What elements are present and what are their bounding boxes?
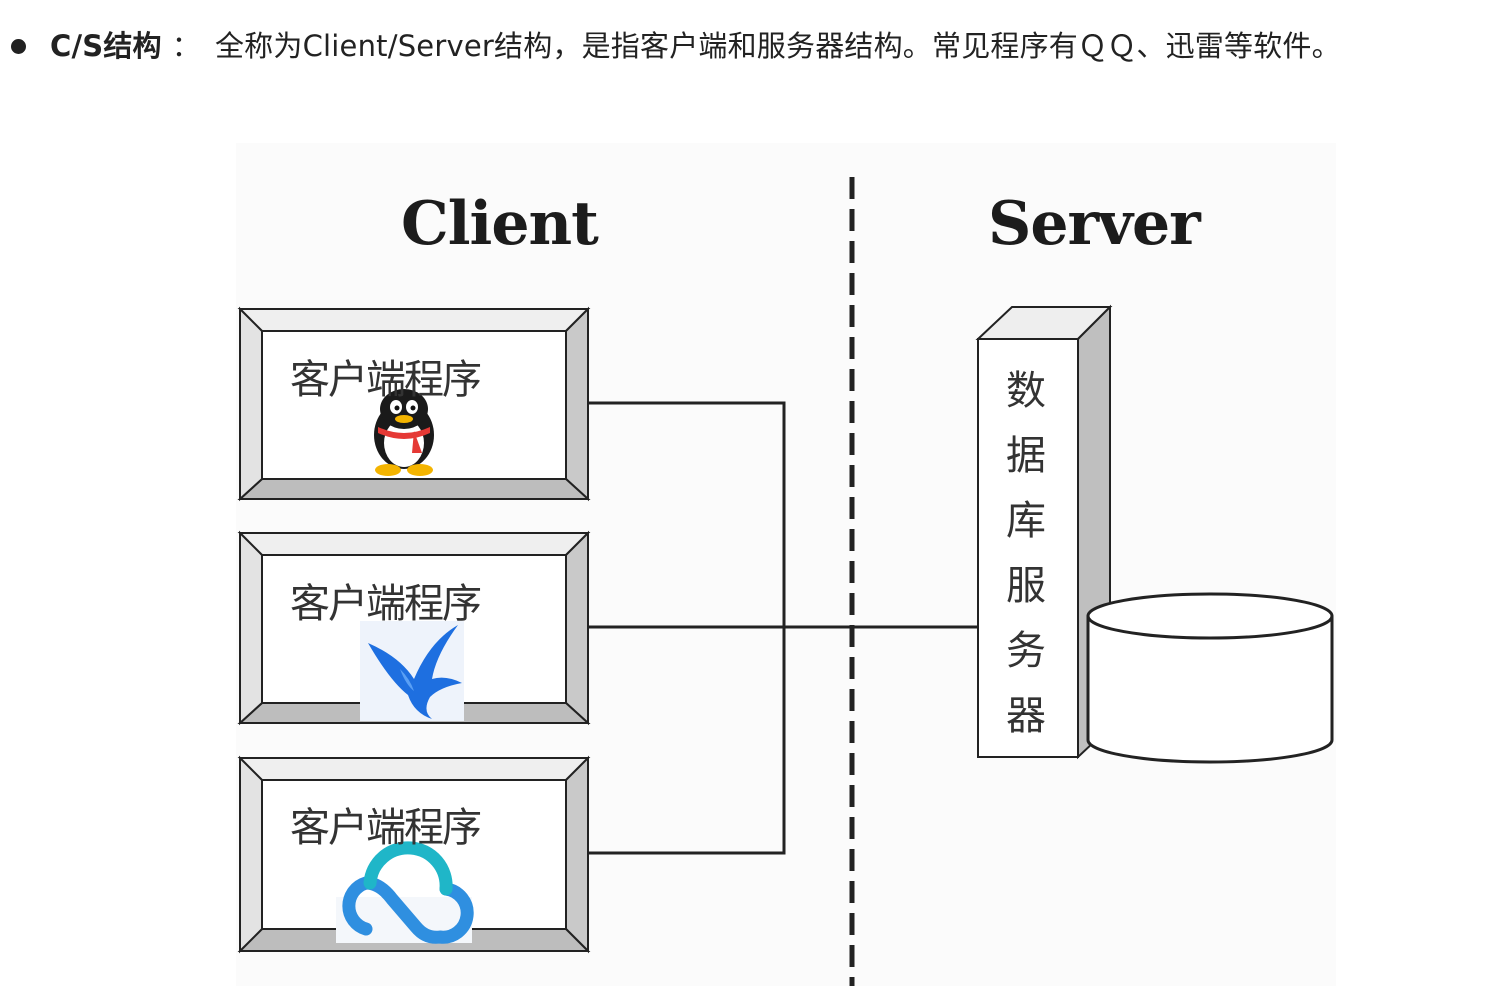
xunlei-bird-icon (360, 621, 464, 721)
server-label-char: 据 (1006, 433, 1046, 479)
server-label-char: 器 (1006, 693, 1046, 739)
server-label-char: 库 (1006, 498, 1046, 544)
bullet-item: C/S结构 ： 全称为Client/Server结构，是指客户端和服务器结构。常见程… (0, 0, 1492, 92)
server-label-char: 数 (1006, 368, 1046, 414)
database-cylinder-icon (1086, 592, 1334, 764)
server-tower (975, 304, 1113, 760)
server-heading: Server (988, 189, 1201, 259)
diagram-graphics (237, 177, 1334, 986)
client-program-label-3: 客户端程序 (290, 805, 482, 851)
client-program-label-1: 客户端程序 (290, 357, 482, 403)
bullet-dot-icon (11, 39, 26, 54)
baidu-cloud-icon (336, 841, 474, 944)
client-heading: Client (401, 189, 599, 259)
database-server-label: 数 据 库 服 务 器 (996, 358, 1056, 748)
connector-lines (588, 401, 978, 855)
qq-penguin-icon (374, 389, 434, 476)
server-label-char: 务 (1006, 628, 1046, 674)
client-frame-2 (237, 530, 591, 726)
bullet-text: C/S结构 ： 全称为Client/Server结构，是指客户端和服务器结构。常见程… (50, 24, 1341, 68)
cs-architecture-diagram: Client Server 客户端程序 客户端程序 客户端程序 数 据 库 服 … (236, 143, 1336, 986)
term: C/S结构 (50, 29, 162, 63)
term-description: 全称为Client/Server结构，是指客户端和服务器结构。常见程序有ＱＱ、迅… (214, 29, 1341, 63)
term-colon: ： (171, 29, 201, 63)
client-program-label-2: 客户端程序 (290, 581, 482, 627)
server-label-char: 服 (1006, 563, 1046, 609)
